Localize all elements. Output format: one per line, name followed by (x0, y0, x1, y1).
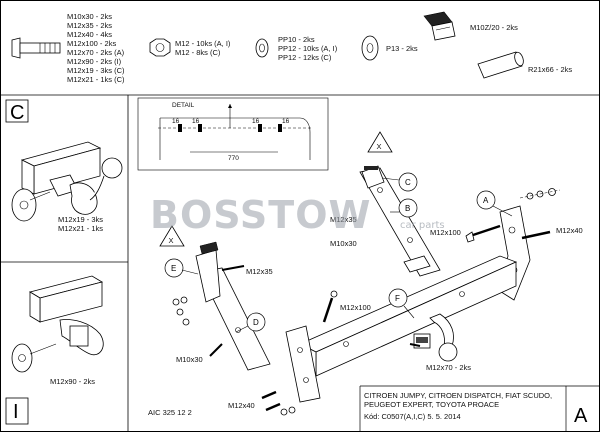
detail-mark (178, 124, 182, 132)
variant-c-letter: C (10, 102, 24, 124)
detail-inset (137, 97, 329, 171)
washer-list-item: PP10 - 2ks (278, 35, 315, 44)
callout-f: F (388, 288, 415, 319)
callout-c: C (381, 172, 418, 192)
bolt-list-item: M12x19 - 3ks (C) (67, 66, 125, 75)
bolt-m12x70 (409, 343, 421, 347)
washer-icon (255, 38, 269, 58)
watermark-sub: car parts (400, 220, 445, 231)
variant-c-box (5, 99, 29, 123)
watermark: BOSSTOW (150, 193, 371, 237)
variant-i-box (5, 397, 29, 425)
bolt-m12x40-bottom (261, 390, 281, 412)
detail-dim-total: 770 (228, 155, 239, 162)
variant-c-hitch-illustration (11, 141, 123, 222)
detail-bumper-outline (160, 117, 311, 160)
nut-list-item: M12 - 10ks (A, I) (175, 39, 231, 48)
bolt-list-item: M12x40 - 4ks (67, 30, 112, 39)
detail-title: DETAIL (172, 102, 195, 109)
warning-triangle-icon: X (367, 131, 393, 153)
svg-text:B: B (405, 204, 410, 213)
variant-i-bolt-item: M12x90 - 2ks (50, 377, 95, 386)
bolt-list-item: M12x70 - 2ks (A) (67, 48, 125, 57)
variant-a-letter: A (574, 405, 588, 427)
clip-icon (423, 11, 456, 41)
label-m12x35-left: M12x35 (246, 267, 273, 276)
bolt-m12x100-right (465, 224, 501, 243)
variant-i-hitch-illustration (11, 275, 104, 373)
callout-b: B (390, 198, 418, 218)
detail-mark (258, 124, 262, 132)
warning-mark: X (377, 142, 382, 151)
detail-dim: 16 (192, 118, 200, 125)
label-m12x100-mid: M12x100 (340, 303, 371, 312)
bolt-list-item: M12x100 - 2ks (67, 39, 116, 48)
vehicle-line-1: CITROEN JUMPY, CITROEN DISPATCH, FIAT SC… (364, 391, 552, 400)
svg-text:A: A (483, 196, 489, 205)
label-m10x30-left: M10x30 (176, 355, 203, 364)
svg-text:E: E (171, 264, 176, 273)
bolt-icon (11, 37, 61, 59)
svg-text:C: C (405, 178, 411, 187)
callout-a: A (476, 190, 513, 217)
bolt-list: M10x30 - 2ks M12x35 - 2ks M12x40 - 4ks M… (67, 12, 125, 84)
bolt-list-item: M12x21 - 1ks (C) (67, 75, 125, 84)
label-m12x70: M12x70 - 2ks (426, 363, 471, 372)
label-m12x40-right: M12x40 (556, 226, 583, 235)
label-m12x100-right: M12x100 (430, 228, 461, 237)
bolt-list-item: M10x30 - 2ks (67, 12, 112, 21)
arm-b (359, 167, 441, 277)
warning-triangle-icon: X (159, 225, 185, 247)
clip-c (361, 165, 385, 189)
detail-mark (198, 124, 202, 132)
detail-dim: 16 (282, 118, 290, 125)
large-washer-icon (361, 35, 379, 61)
bolt-list-item: M12x35 - 2ks (67, 21, 112, 30)
p13-label: P13 - 2ks (386, 44, 418, 53)
bolt-m12x35-left (221, 265, 245, 271)
bolt-m10x30-left (209, 343, 223, 357)
svg-text:D: D (253, 318, 259, 327)
spacer-label: R21x66 - 2ks (528, 65, 572, 74)
variant-i-letter: I (13, 401, 19, 423)
nut-list-item: M12 - 8ks (C) (175, 48, 221, 57)
drawing-code: AIC 325 12 2 (148, 408, 192, 417)
label-m12x35-top: M12x35 (330, 215, 357, 224)
detail-mark (278, 124, 282, 132)
label-m12x40-bottom: M12x40 (228, 401, 255, 410)
bracket-e (195, 241, 221, 303)
callout-d: D (235, 312, 266, 333)
tow-ball (413, 313, 458, 362)
spacer-tube-icon (477, 51, 524, 79)
variant-c-bolt-item: M12x19 - 3ks (58, 215, 103, 224)
detail-dim: 16 (172, 118, 180, 125)
plate-left (285, 325, 321, 403)
washer-stack-right (519, 188, 561, 200)
crossbar-f (299, 255, 518, 377)
washer-stack-left (172, 296, 296, 416)
variant-c-bolt-item: M12x21 - 1ks (58, 224, 103, 233)
svg-text:F: F (395, 294, 400, 303)
label-m10x30-top: M10x30 (330, 239, 357, 248)
warning-mark: X (169, 236, 174, 245)
clip-label: M10Z/20 - 2ks (470, 23, 518, 32)
washer-list-item: PP12 - 12ks (C) (278, 53, 332, 62)
nut-icon (149, 38, 171, 57)
washer-list-item: PP12 - 10ks (A, I) (278, 44, 338, 53)
kod-line: Kód: C0507(A,I,C) 5. 5. 2014 (364, 412, 461, 421)
bolt-m12x40-right (521, 230, 551, 240)
bolt-list-item: M12x90 - 2ks (I) (67, 57, 122, 66)
bolt-m12x100-mid (322, 290, 338, 323)
detail-arrow-head (228, 104, 232, 108)
detail-dim: 16 (252, 118, 260, 125)
callout-e: E (164, 258, 199, 278)
vehicle-line-2: PEUGEOT EXPERT, TOYOTA PROACE (364, 400, 499, 409)
